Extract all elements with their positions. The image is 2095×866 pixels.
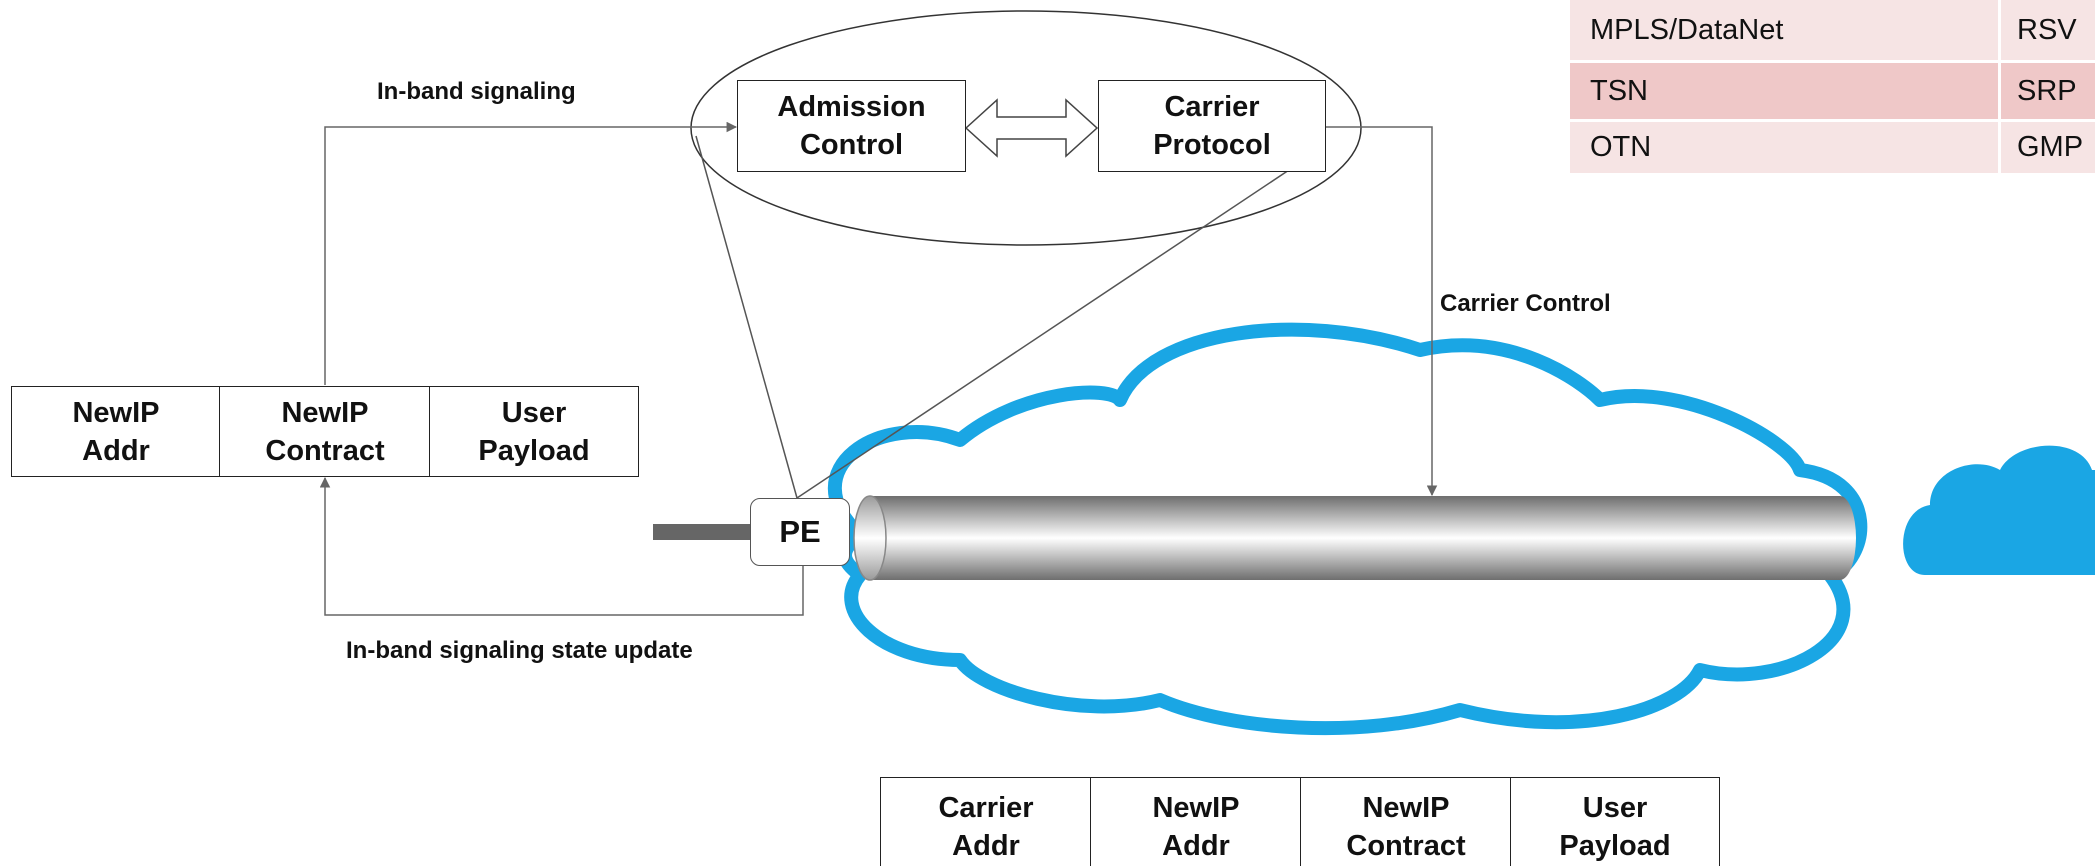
table-cell-protocol: GMP [1998, 122, 2095, 173]
table-row: MPLS/DataNet RSV [1570, 0, 2095, 60]
in-band-signaling-arrow [324, 121, 738, 385]
state-update-label: In-band signaling state update [346, 637, 693, 664]
in-band-signaling-label: In-band signaling [377, 78, 576, 105]
zoom-ellipse [690, 10, 1362, 246]
table-row: TSN SRP [1570, 63, 2095, 119]
table-row: OTN GMP [1570, 122, 2095, 173]
pe-node: PE [750, 498, 850, 566]
packet-field-newip-contract: NewIP Contract [1300, 777, 1512, 866]
packet-field-carrier-addr: Carrier Addr [880, 777, 1092, 866]
pe-access-stub [653, 524, 753, 540]
carrier-control-arrow [1326, 126, 1438, 497]
carrier-tunnel-pipe [853, 495, 1856, 581]
bidirectional-arrow-icon [964, 98, 1099, 158]
carrier-protocol-box: Carrier Protocol [1098, 80, 1326, 172]
packet-field-newip-addr: NewIP Addr [1090, 777, 1302, 866]
table-cell-tech: MPLS/DataNet [1590, 13, 1784, 46]
packet-field-user-payload: User Payload [1510, 777, 1720, 866]
table-cell-protocol: SRP [1998, 63, 2095, 119]
table-cell-tech: TSN [1590, 74, 1648, 107]
packet-field-newip-addr: NewIP Addr [11, 386, 221, 477]
state-update-arrow [319, 476, 804, 616]
packet-field-newip-contract: NewIP Contract [219, 386, 431, 477]
admission-control-box: Admission Control [737, 80, 966, 172]
packet-field-user-payload: User Payload [429, 386, 639, 477]
table-cell-protocol: RSV [1998, 0, 2095, 60]
external-cloud-icon [1903, 445, 2095, 575]
carrier-control-label: Carrier Control [1440, 290, 1611, 317]
zoom-projection-left [695, 135, 798, 499]
table-cell-tech: OTN [1590, 131, 1652, 163]
zoom-projection-right [796, 165, 1296, 499]
